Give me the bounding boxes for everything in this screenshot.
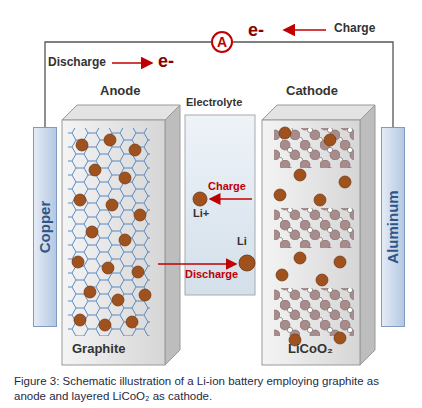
lithium-ion [99, 319, 111, 331]
lithium-ion [86, 226, 98, 238]
lithium-ion [134, 209, 146, 221]
anode-block: AnodeGraphite [62, 84, 182, 368]
electron-label: e- [156, 52, 176, 72]
node-text: Graphite [72, 342, 125, 357]
lithium-ion [294, 169, 306, 181]
lithium-ion [84, 286, 96, 298]
lithium-ion [129, 144, 141, 156]
lithium-ion [126, 316, 138, 328]
lithium-ion [112, 294, 124, 306]
ammeter-circle: A [211, 31, 233, 53]
copper-collector: Copper [33, 127, 57, 327]
electrolyte-box: ElectrolyteChargeLi+ LiDischarge [180, 96, 260, 296]
node-text: LiCoO₂ [288, 342, 333, 357]
figure-caption: Figure 3: Schematic illustration of a Li… [14, 374, 410, 404]
lithium-ion [72, 256, 84, 268]
lithium-ion [276, 269, 288, 281]
aluminum-collector: Aluminum [381, 127, 405, 327]
node-text: Charge [208, 180, 246, 193]
lithium-ion [294, 252, 306, 264]
lithium-ion [316, 274, 328, 286]
lithium-ion [104, 134, 116, 146]
cathode-block: CathodeLiCoO₂ [262, 84, 374, 368]
lithium-ion [334, 256, 346, 268]
lithium-ion [89, 164, 101, 176]
lithium-ion [74, 194, 86, 206]
lithium-ion [139, 289, 151, 301]
node-text: Aluminum [384, 190, 401, 263]
lithium-ion [74, 314, 86, 326]
node-text: Anode [100, 84, 140, 99]
circuit-wire [233, 42, 393, 127]
lithium-ion [314, 194, 326, 206]
node-text: A [217, 34, 227, 50]
lithium-ion [324, 134, 336, 146]
node-text: Li+ [193, 207, 209, 220]
wire-line [45, 42, 211, 127]
electron-label: e- [246, 21, 266, 41]
direction-label: Charge [332, 22, 377, 35]
lithium-ion [102, 262, 114, 274]
node-text: Electrolyte [186, 96, 242, 109]
lithium-ion [119, 172, 131, 184]
lithium-ion [334, 332, 346, 344]
lithium-ion [339, 176, 351, 188]
wire-line [233, 42, 393, 127]
lithium-ion [76, 139, 88, 151]
node-text: Li [237, 235, 247, 248]
direction-label: Discharge [46, 56, 108, 69]
node-text: Discharge [185, 268, 238, 281]
lithium-ion [119, 234, 131, 246]
lithium-ion [274, 189, 286, 201]
node-text: Cathode [286, 84, 338, 99]
lithium-ion [132, 266, 144, 278]
node-text: Copper [36, 201, 53, 254]
lithium-ion [106, 199, 118, 211]
lithium-ion [279, 127, 291, 139]
circuit-wire [45, 42, 211, 127]
